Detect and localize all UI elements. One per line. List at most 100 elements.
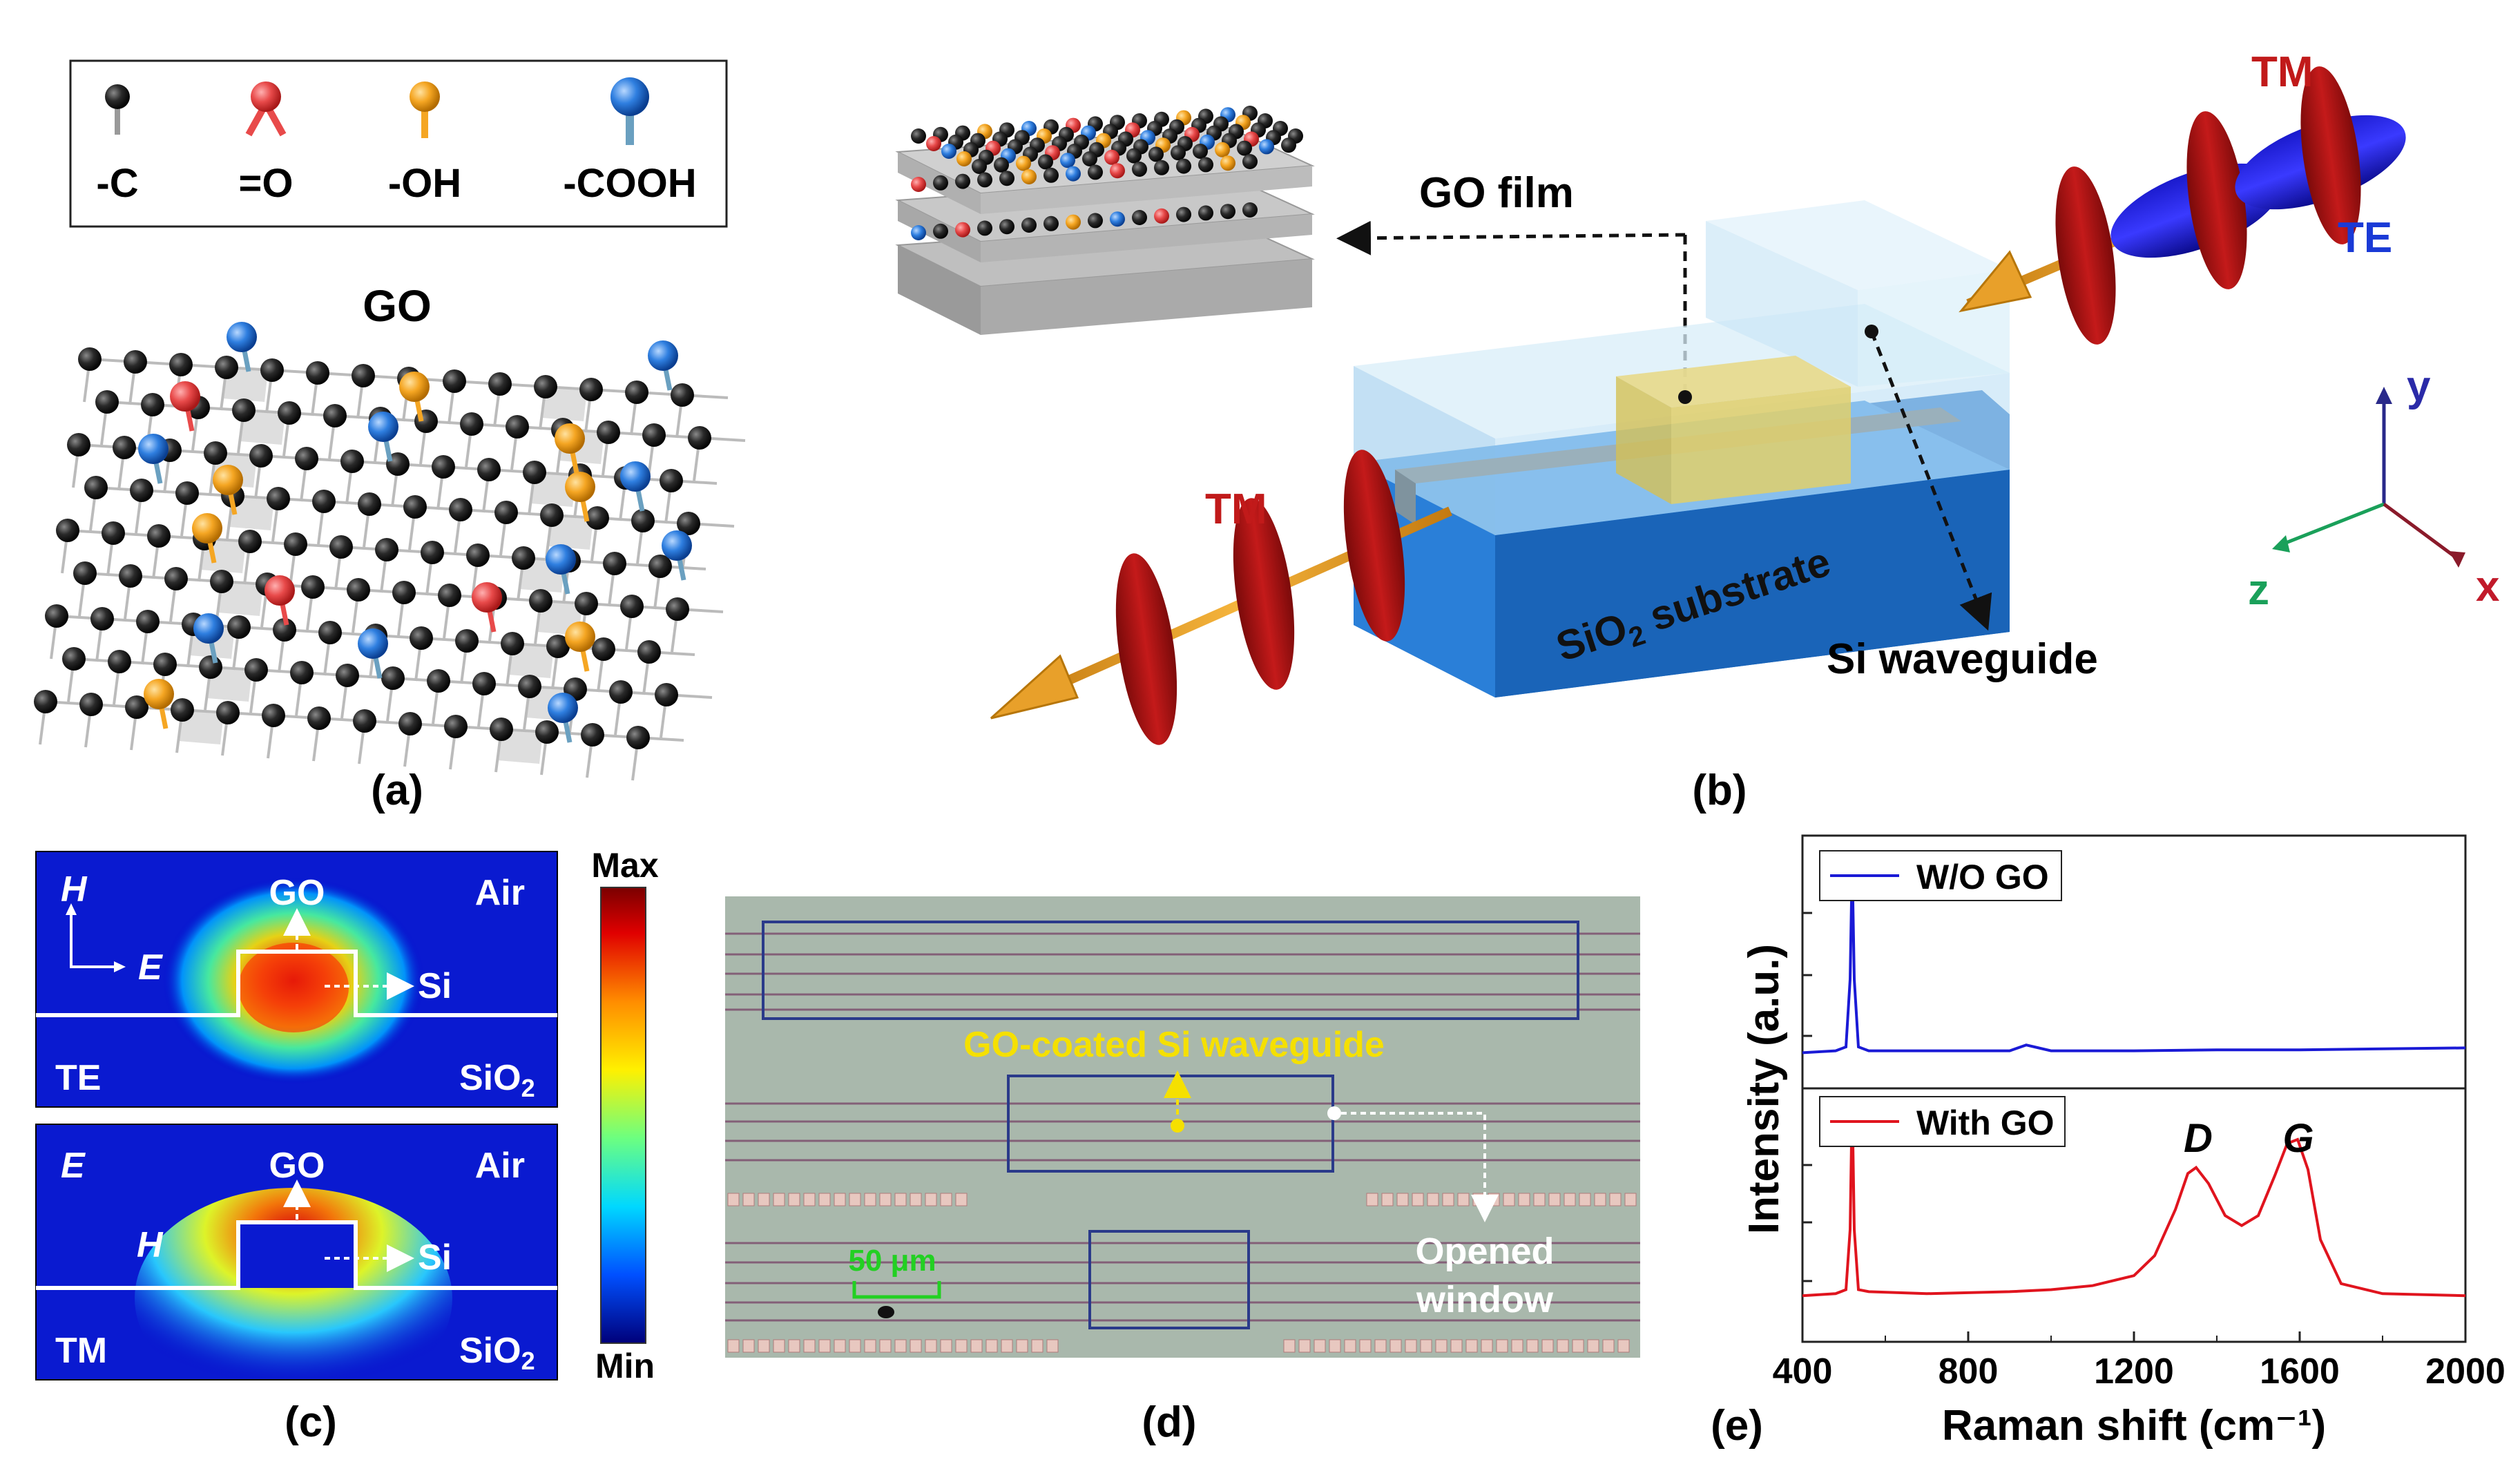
te-h-label: H — [61, 869, 88, 910]
caption-c: (c) — [285, 1398, 337, 1446]
go-title: GO — [363, 281, 432, 331]
panel-c: H E GO Air Si TE SiO2 E H GO Air Si TM S… — [35, 846, 659, 1446]
carbon-atom — [164, 567, 188, 590]
opened-window-label-2: window — [1416, 1279, 1554, 1320]
carbon-atom — [466, 543, 490, 567]
tm-air-label: Air — [475, 1146, 525, 1186]
carbon-atom — [597, 421, 620, 444]
axis-x-label: x — [2476, 563, 2500, 610]
carbon-atom — [648, 555, 672, 578]
functional-group-atom — [213, 465, 243, 495]
carbon-atom — [141, 393, 164, 416]
y-axis-label: Intensity (a.u.) — [1740, 944, 1788, 1234]
carbon-atom — [642, 423, 666, 447]
te-si-label: Si — [418, 966, 452, 1006]
carbon-atom — [438, 584, 461, 607]
te-go-label: GO — [269, 873, 325, 913]
carbon-atom — [609, 680, 633, 704]
waveguide-device-illustration — [1354, 200, 2010, 697]
carbon-atom — [432, 455, 455, 479]
carbon-atom — [375, 538, 398, 561]
carbon-atom — [169, 353, 193, 376]
te-sio2-label: SiO2 — [459, 1058, 535, 1102]
tm-sio2-label: SiO2 — [459, 1331, 535, 1375]
carbon-atom — [655, 683, 678, 706]
carbon-atom — [290, 661, 314, 684]
carbon-atom — [79, 693, 103, 716]
carbon-atom — [688, 426, 711, 450]
carbon-atom — [490, 718, 513, 741]
tm-mode-label: TM — [55, 1331, 107, 1371]
x-tick-label: 2000 — [2425, 1351, 2505, 1392]
carbon-atom — [130, 479, 153, 502]
peak-label-d: D — [2184, 1116, 2213, 1161]
carbon-atom — [45, 604, 68, 628]
functional-group-atom — [170, 381, 200, 412]
carbon-atom — [626, 726, 650, 749]
carbon-atom — [398, 712, 422, 735]
carbon-atom — [637, 640, 661, 664]
opened-window-label-1: Opened — [1415, 1231, 1554, 1272]
tm-si-label: Si — [418, 1238, 452, 1278]
series-line-wo-go — [1802, 863, 2466, 1055]
carbon-atom — [124, 350, 147, 374]
peak-label-g: G — [2282, 1116, 2314, 1161]
carbon-atom — [273, 618, 296, 642]
carbon-atom — [671, 383, 694, 407]
carbon-atom — [529, 589, 552, 613]
caption-a: (a) — [371, 767, 423, 814]
carbon-atom — [323, 404, 347, 427]
go-film-label: GO film — [1419, 169, 1574, 217]
carbon-atom — [347, 578, 370, 602]
carbon-atom — [512, 546, 535, 570]
carbon-atom — [260, 358, 284, 382]
carbon-atom — [421, 541, 444, 564]
carbon-atom — [455, 629, 479, 653]
carbon-atom — [307, 706, 331, 730]
tm-e-label: E — [61, 1146, 86, 1186]
carbon-atom — [575, 592, 598, 615]
carbon-atom — [501, 632, 524, 655]
x-tick-label: 400 — [1773, 1351, 1833, 1392]
series-line-with-go — [1802, 1099, 2466, 1298]
carbon-atom — [262, 704, 285, 727]
legend-label-o: =O — [239, 161, 294, 206]
te-e-label: E — [138, 947, 163, 988]
carbon-atom — [620, 595, 644, 618]
carbon-atom — [215, 356, 238, 379]
carbon-atom — [34, 690, 57, 713]
carbon-atom — [392, 581, 416, 604]
functional-group-atom — [620, 461, 651, 492]
legend-wo-go: W/O GO — [1916, 858, 2049, 896]
panel-a: -C =O -OH -COOH GO (a) — [34, 59, 746, 814]
carbon-atom — [494, 501, 518, 524]
x-tick-label: 1600 — [2260, 1351, 2340, 1392]
functional-group-atom — [565, 472, 595, 502]
carbon-atom — [581, 723, 604, 747]
carbon-atom — [67, 433, 90, 456]
functional-group-atom — [648, 340, 678, 371]
functional-group-atom — [358, 628, 388, 659]
functional-group-atom — [193, 613, 224, 644]
carbon-atom — [84, 476, 108, 499]
carbon-atom — [306, 361, 329, 385]
colorbar-max-label: Max — [591, 846, 658, 885]
te-mode-label: TE — [55, 1058, 101, 1098]
coordinate-axes — [2272, 387, 2465, 568]
carbon-atom — [312, 490, 336, 513]
carbon-atom — [210, 570, 233, 593]
tm-input-label: TM — [1205, 485, 1267, 533]
te-output-label: TE — [2338, 214, 2392, 262]
caption-e: (e) — [1711, 1402, 1763, 1450]
x-tick-label: 800 — [1939, 1351, 1999, 1392]
functional-group-atom — [565, 622, 595, 652]
functional-group-atom — [264, 575, 295, 606]
carbon-atom — [579, 378, 603, 401]
functional-group-atom — [227, 322, 257, 352]
carbon-atom — [352, 364, 375, 387]
functional-group-atom — [662, 530, 692, 561]
carbon-atom — [171, 698, 194, 722]
carbon-atom — [227, 615, 251, 639]
